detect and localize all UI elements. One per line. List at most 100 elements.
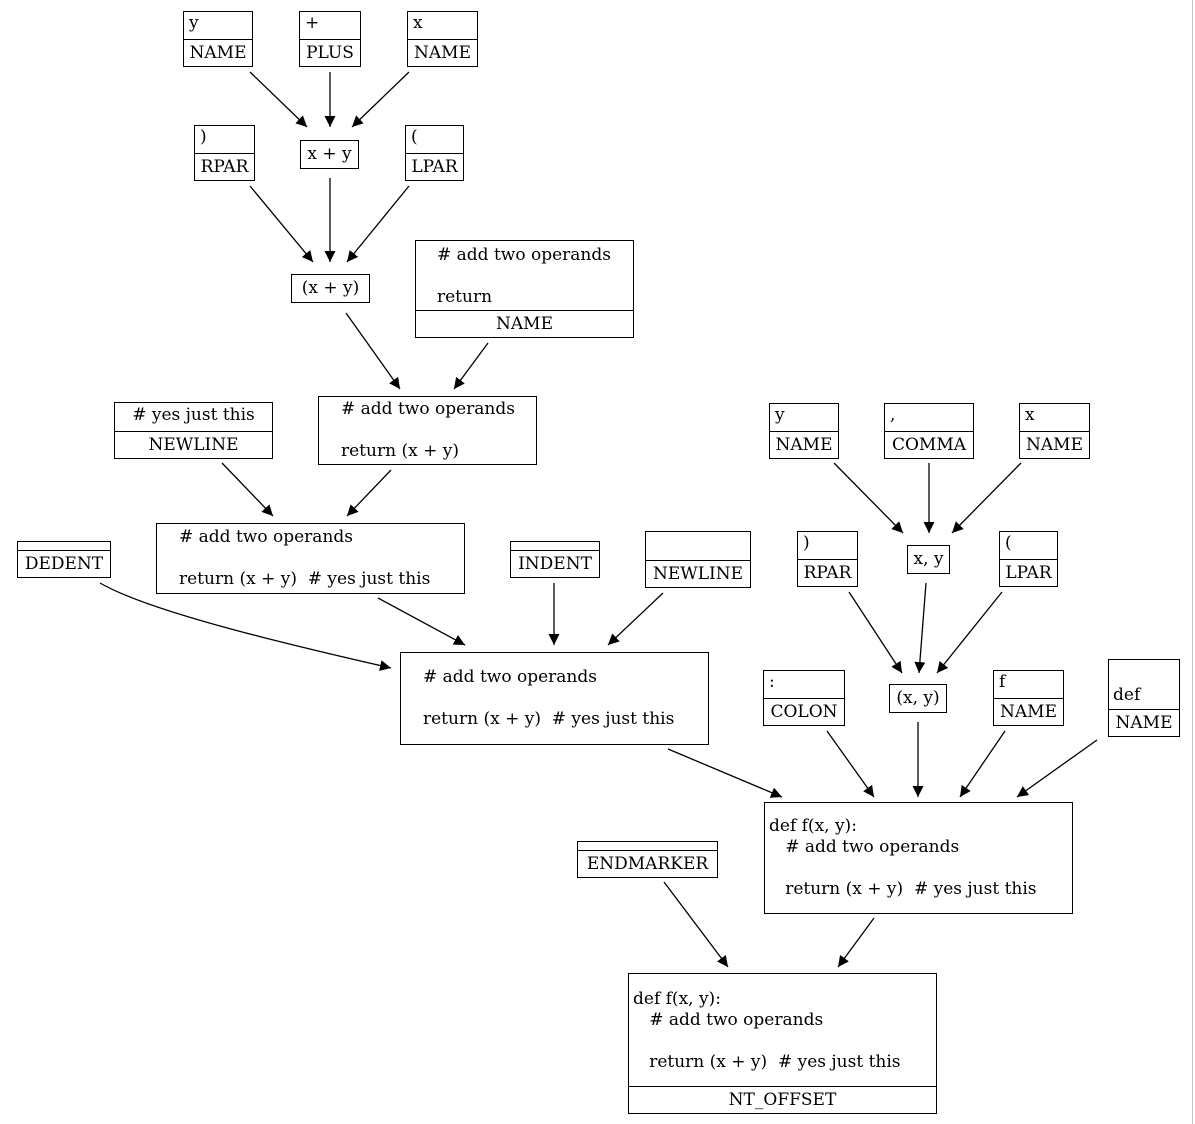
node-value: : xyxy=(769,672,775,692)
edge-n11-to-n15 xyxy=(377,597,466,646)
node-value-line: def f(x, y): xyxy=(633,988,721,1009)
node-type: NAME xyxy=(1020,431,1089,458)
edge-n7-to-n10 xyxy=(345,312,401,390)
parse-node-n26: def f(x, y): # add two operands return (… xyxy=(764,802,1073,914)
node-type: NAME xyxy=(408,39,477,66)
edge-n27-to-n28 xyxy=(663,881,729,968)
edge-n3-to-n5 xyxy=(351,71,410,128)
node-line: # add two operands xyxy=(179,527,353,547)
edge-n24-to-n26 xyxy=(959,730,1006,798)
node-type: NEWLINE xyxy=(115,431,272,458)
node-line xyxy=(179,548,464,569)
node-line xyxy=(341,420,536,441)
edge-n4-to-n7 xyxy=(249,185,314,263)
node-type: NEWLINE xyxy=(646,560,750,587)
edge-n19-to-n23 xyxy=(848,591,903,674)
edge-n9-to-n11 xyxy=(221,462,274,517)
node-line: # add two operands xyxy=(341,399,515,419)
node-type: DEDENT xyxy=(18,550,110,577)
node-text: x, y xyxy=(913,549,944,569)
parse-node-n20: x, y xyxy=(907,545,950,574)
node-value: y xyxy=(189,13,199,33)
node-value xyxy=(578,842,717,850)
edge-n12-to-n15 xyxy=(99,582,392,671)
parse-node-n13: INDENT xyxy=(510,541,600,578)
node-line xyxy=(769,858,1072,879)
node-value: f xyxy=(999,672,1006,692)
edge-n8-to-n10 xyxy=(453,342,489,390)
node-line: def f(x, y): xyxy=(769,816,857,836)
node-type: NAME xyxy=(184,39,252,66)
node-line: # add two operands xyxy=(769,837,960,857)
parse-node-n10: # add two operands return (x + y) xyxy=(318,396,537,465)
node-value: def f(x, y): # add two operands return (… xyxy=(629,974,936,1086)
node-value: y xyxy=(775,405,785,425)
node-value: # yes just this xyxy=(132,405,255,425)
node-type: COMMA xyxy=(885,431,973,458)
node-line: return (x + y) # yes just this xyxy=(769,879,1037,899)
node-type: LPAR xyxy=(1000,559,1057,586)
node-type: NAME xyxy=(416,310,633,337)
node-line xyxy=(423,688,708,709)
node-line: return (x + y) # yes just this xyxy=(423,709,675,729)
parse-node-n22: : COLON xyxy=(763,670,845,726)
node-line: # add two operands xyxy=(423,667,597,687)
node-type: COLON xyxy=(764,698,844,725)
node-type: RPAR xyxy=(195,153,254,180)
parse-node-n28: def f(x, y): # add two operands return (… xyxy=(628,973,937,1114)
parse-node-n14: NEWLINE xyxy=(645,531,751,588)
parse-node-n27: ENDMARKER xyxy=(577,841,718,878)
parse-node-n17: , COMMA xyxy=(884,403,974,459)
node-value-line: # add two operands xyxy=(437,244,611,265)
node-value-line: # add two operands xyxy=(633,1009,824,1030)
node-text: (x + y) xyxy=(301,278,360,298)
parse-node-n21: ( LPAR xyxy=(999,531,1058,587)
edge-n10-to-n11 xyxy=(346,469,392,517)
node-value: x xyxy=(1025,405,1035,425)
node-value: ( xyxy=(1005,533,1012,553)
parse-node-n4: )RPAR xyxy=(194,125,255,181)
node-value-line xyxy=(437,266,633,287)
page-right-border xyxy=(1192,0,1193,1124)
node-value: x xyxy=(413,13,423,33)
node-value: def xyxy=(1113,685,1141,705)
parse-node-n12: DEDENT xyxy=(17,541,111,578)
parse-node-n5: x + y xyxy=(300,140,359,169)
node-type: INDENT xyxy=(511,550,599,577)
edge-n6-to-n7 xyxy=(346,185,410,263)
edge-n15-to-n26 xyxy=(667,748,783,798)
edge-n20-to-n23 xyxy=(914,582,927,674)
node-value: , xyxy=(890,405,896,425)
node-value xyxy=(646,532,750,560)
node-type: NAME xyxy=(770,431,838,458)
node-type: NAME xyxy=(1109,709,1179,736)
parse-node-n19: ) RPAR xyxy=(797,531,858,587)
edges-layer xyxy=(99,71,1098,968)
parse-node-n23: (x, y) xyxy=(889,684,947,713)
parse-node-n2: +PLUS xyxy=(299,11,361,67)
parse-node-n11: # add two operands return (x + y) # yes j… xyxy=(156,523,465,594)
edge-n21-to-n23 xyxy=(936,591,1003,674)
node-text: (x, y) xyxy=(896,688,940,708)
node-line: return (x + y) # yes just this xyxy=(179,569,431,589)
edge-n25-to-n26 xyxy=(1016,739,1098,798)
edge-n14-to-n15 xyxy=(607,592,664,646)
node-line: return (x + y) xyxy=(341,441,459,461)
node-type: ENDMARKER xyxy=(578,850,717,877)
node-value: ) xyxy=(803,533,810,553)
node-type: NAME xyxy=(994,698,1063,725)
node-value: ( xyxy=(411,127,418,147)
parse-node-n7: (x + y) xyxy=(291,274,370,303)
node-text: x + y xyxy=(307,144,352,164)
edge-n22-to-n26 xyxy=(826,730,875,798)
node-type: RPAR xyxy=(798,559,857,586)
edge-n1-to-n5 xyxy=(249,71,308,128)
